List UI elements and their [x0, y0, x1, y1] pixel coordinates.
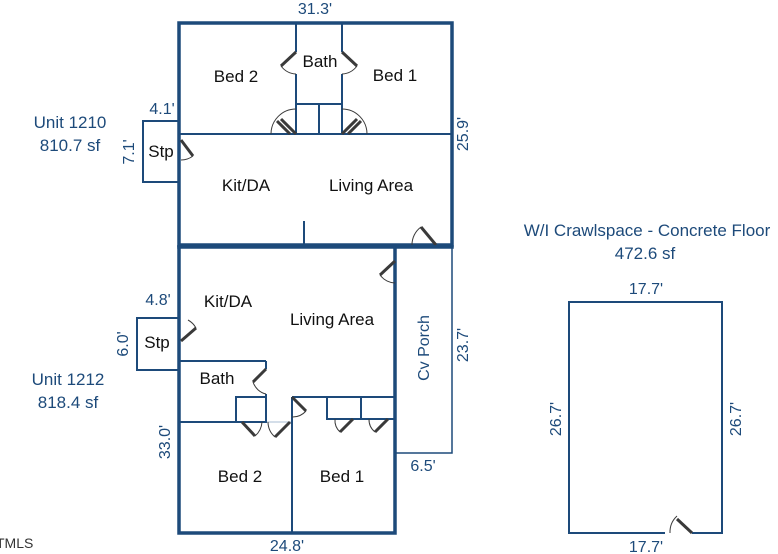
- covered-porch-outline: [395, 246, 453, 454]
- door-icon: [279, 50, 298, 75]
- unit-1212-plan: Kit/DA Living Area Stp Bath Bed 2 Bed 1 …: [32, 245, 472, 554]
- room-label-bed-1: Bed 1: [320, 467, 364, 486]
- dimension-top: 17.7': [629, 281, 663, 298]
- unit-name: Unit 1210: [34, 113, 107, 132]
- door-icon: [340, 50, 359, 75]
- dimension-stoop-width: 4.1': [149, 101, 174, 118]
- dimension-stoop-width: 4.8': [145, 292, 170, 309]
- door-icon: [290, 395, 308, 418]
- door-icon: [179, 139, 195, 161]
- door-icon: [240, 420, 263, 438]
- unit-name: Unit 1212: [32, 370, 105, 389]
- crawlspace-title: W/I Crawlspace - Concrete Floor: [524, 221, 771, 240]
- room-label-bath: Bath: [303, 52, 338, 71]
- room-label-stoop: Stp: [148, 142, 174, 161]
- door-icon: [180, 319, 197, 343]
- dimension-bottom: 17.7': [629, 539, 663, 554]
- dimension-width: 31.3': [298, 1, 332, 18]
- dimension-left: 26.7': [548, 402, 565, 436]
- room-label-living-area: Living Area: [290, 310, 375, 329]
- dimension-width: 24.8': [270, 538, 304, 554]
- crawlspace-outline: [568, 301, 723, 534]
- dimension-depth: 25.9': [455, 117, 472, 151]
- door-icon: [340, 108, 368, 136]
- room-label-bed-2: Bed 2: [218, 467, 262, 486]
- dimension-porch-depth: 23.7': [455, 328, 472, 362]
- room-label-kitchen-dining: Kit/DA: [222, 176, 271, 195]
- dimension-depth: 33.0': [157, 425, 174, 459]
- door-icon: [251, 367, 268, 395]
- dimension-right: 26.7': [728, 402, 745, 436]
- door-icon: [270, 108, 298, 136]
- door-icon: [669, 515, 694, 535]
- watermark: TMLS: [0, 535, 33, 551]
- room-label-bed-2: Bed 2: [214, 67, 258, 86]
- unit-area: 818.4 sf: [38, 393, 99, 412]
- unit-area: 810.7 sf: [40, 136, 101, 155]
- door-icon: [411, 226, 438, 246]
- stoop-1212: [136, 317, 180, 371]
- dimension-stoop-depth: 6.0': [115, 331, 132, 356]
- door-icon: [378, 259, 397, 284]
- unit-1210-plan: Bed 2 Bath Bed 1 Stp Kit/DA Living Area …: [34, 1, 472, 247]
- room-label-bed-1: Bed 1: [373, 66, 417, 85]
- closet: [360, 396, 396, 420]
- room-label-living-area: Living Area: [329, 176, 414, 195]
- dimension-porch-width: 6.5': [410, 458, 435, 475]
- room-label-stoop: Stp: [144, 333, 170, 352]
- room-label-bath: Bath: [200, 369, 235, 388]
- unit-1212-exterior-wall: [177, 245, 397, 535]
- dimension-stoop-depth: 7.1': [121, 139, 138, 164]
- door-icon: [267, 420, 292, 439]
- crawlspace-area: 472.6 sf: [615, 244, 676, 263]
- stoop-1210: [142, 120, 180, 183]
- room-label-kitchen-dining: Kit/DA: [204, 292, 253, 311]
- crawlspace-plan: W/I Crawlspace - Concrete Floor 472.6 sf…: [524, 221, 771, 554]
- room-label-covered-porch: Cv Porch: [416, 315, 433, 381]
- door-icon: [368, 417, 390, 434]
- closet: [326, 396, 362, 420]
- closet: [235, 396, 267, 423]
- door-icon: [334, 417, 355, 434]
